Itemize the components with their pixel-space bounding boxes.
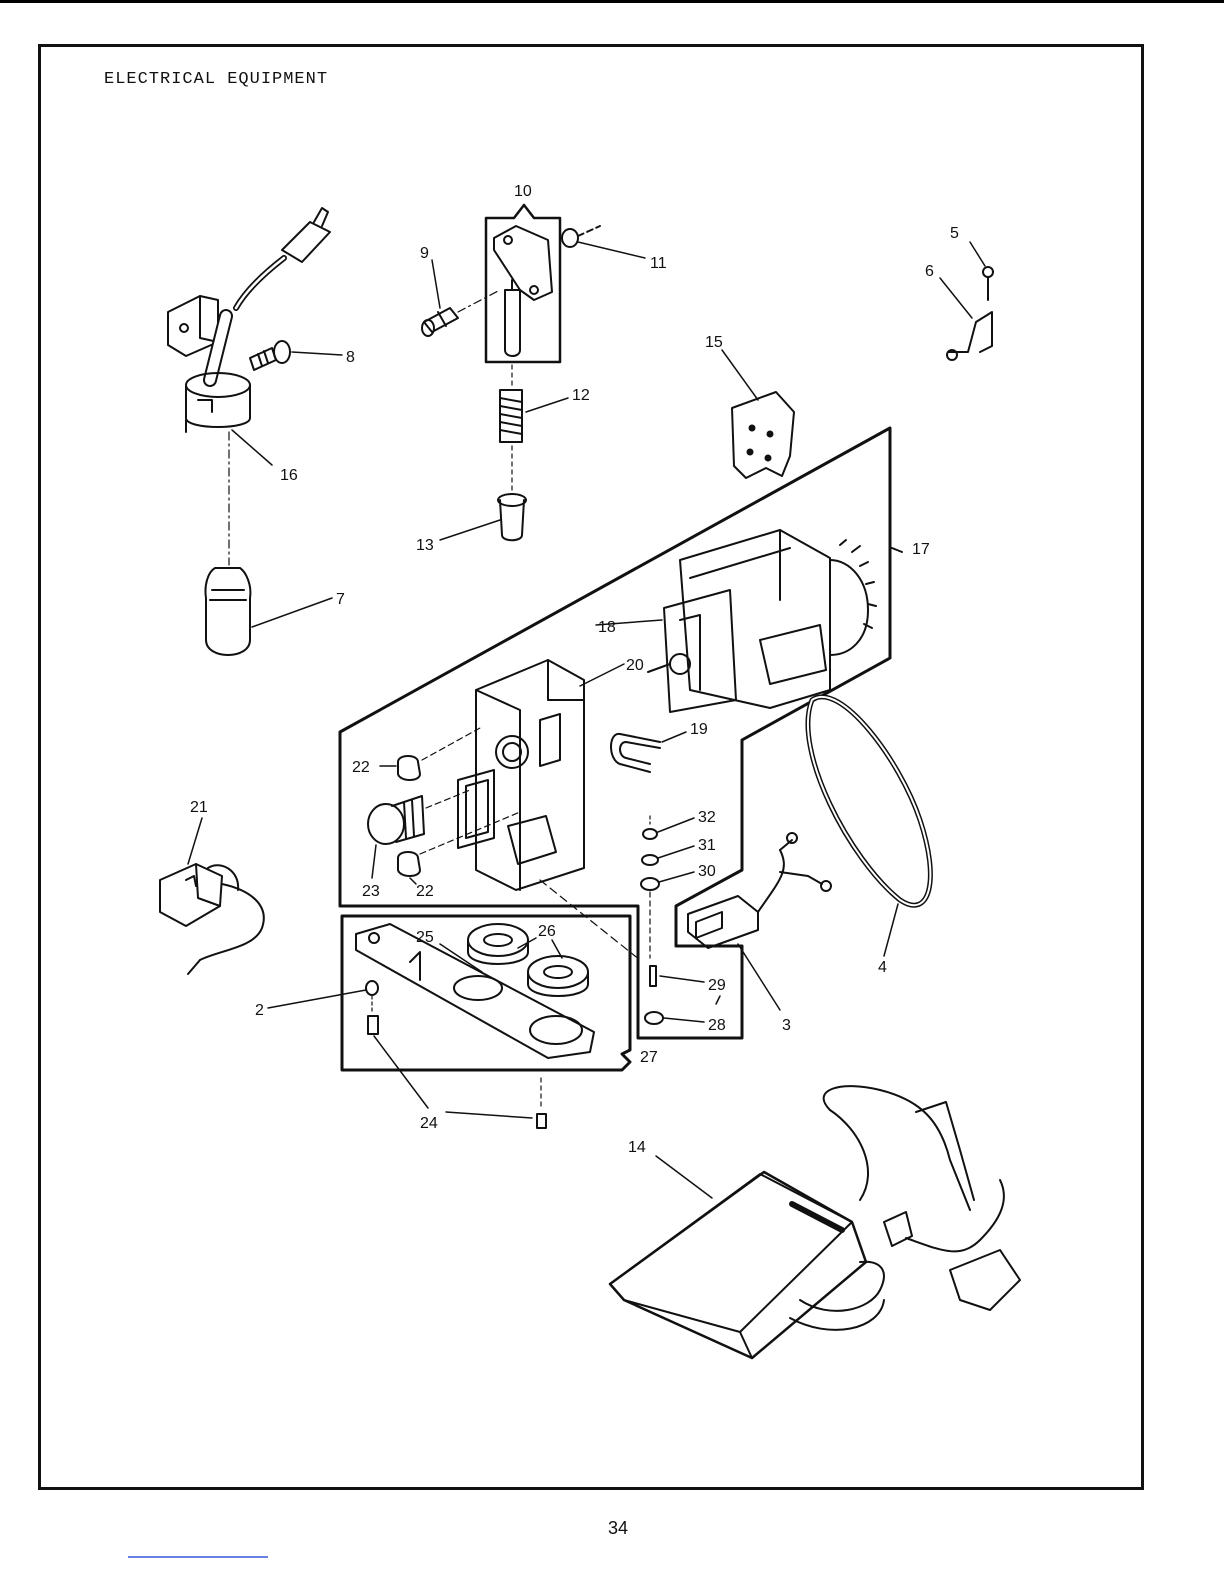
callout-27: 27 [640,1049,658,1066]
callout-22-upper: 22 [352,759,370,776]
switch-component-21 [160,818,264,974]
screw-9 [422,260,500,336]
plate-15 [722,350,794,478]
group-outline-27 [342,916,630,1070]
callout-30: 30 [698,863,716,880]
callout-22-lower: 22 [416,883,434,900]
leader-16 [232,430,272,465]
callout-21: 21 [190,799,208,816]
leader-25 [440,944,482,972]
screw-24-upper [368,1016,428,1108]
spring-12 [500,390,568,442]
motor-18 [596,530,876,712]
callout-28: 28 [708,1017,726,1034]
ferrite-core-26-a [468,924,528,964]
bottom-plate [356,924,594,1058]
screw-5 [970,242,993,300]
callout-4: 4 [878,959,887,976]
controller-board-20 [458,660,624,890]
cap-22-upper [380,728,480,780]
callout-9: 9 [420,245,429,262]
callout-11: 11 [650,255,667,272]
ferrite-core-26-b [528,956,588,996]
callout-17: 17 [912,541,930,558]
callout-13: 13 [416,537,434,554]
switch-group-10 [486,205,560,362]
belt-4 [808,697,930,956]
callout-12: 12 [572,387,590,404]
screw-8 [250,341,342,370]
nut-30 [641,872,694,890]
callout-2: 2 [255,1002,264,1019]
nut-2 [268,981,378,1008]
callout-14: 14 [628,1139,646,1156]
callout-18: 18 [598,619,616,636]
callout-20: 20 [626,657,644,674]
callout-labels: 2 3 4 5 6 7 8 9 10 11 12 13 14 15 16 17 … [190,183,959,1156]
foot-controller-14 [610,1086,1020,1358]
bushing-13 [440,494,526,540]
callout-25: 25 [416,929,434,946]
axis-board-screw [540,880,640,960]
callout-24: 24 [420,1115,438,1132]
washer-31 [642,846,694,865]
callout-23: 23 [362,883,380,900]
callout-19: 19 [690,721,708,738]
footer-link-underline [128,1556,268,1558]
callout-15: 15 [705,334,723,351]
washer-32 [643,816,694,839]
callout-26: 26 [538,923,556,940]
lamp-bulb-7 [205,568,332,655]
page-number: 34 [608,1518,628,1539]
screw-11 [562,226,645,258]
callout-7: 7 [336,591,345,608]
leader-17 [892,548,902,552]
screw-24-lower [446,1112,546,1128]
callout-8: 8 [346,349,355,366]
callout-32: 32 [698,809,716,826]
callout-31: 31 [698,837,716,854]
bracket-6 [940,278,992,360]
callout-16: 16 [280,467,298,484]
callout-10: 10 [514,183,532,200]
lamp-socket-assembly [168,208,330,432]
callout-3: 3 [782,1017,791,1034]
clip-19 [611,732,686,772]
callout-5: 5 [950,225,959,242]
screw-29 [650,966,704,986]
callout-29: 29 [708,977,726,994]
callout-6: 6 [925,263,934,280]
